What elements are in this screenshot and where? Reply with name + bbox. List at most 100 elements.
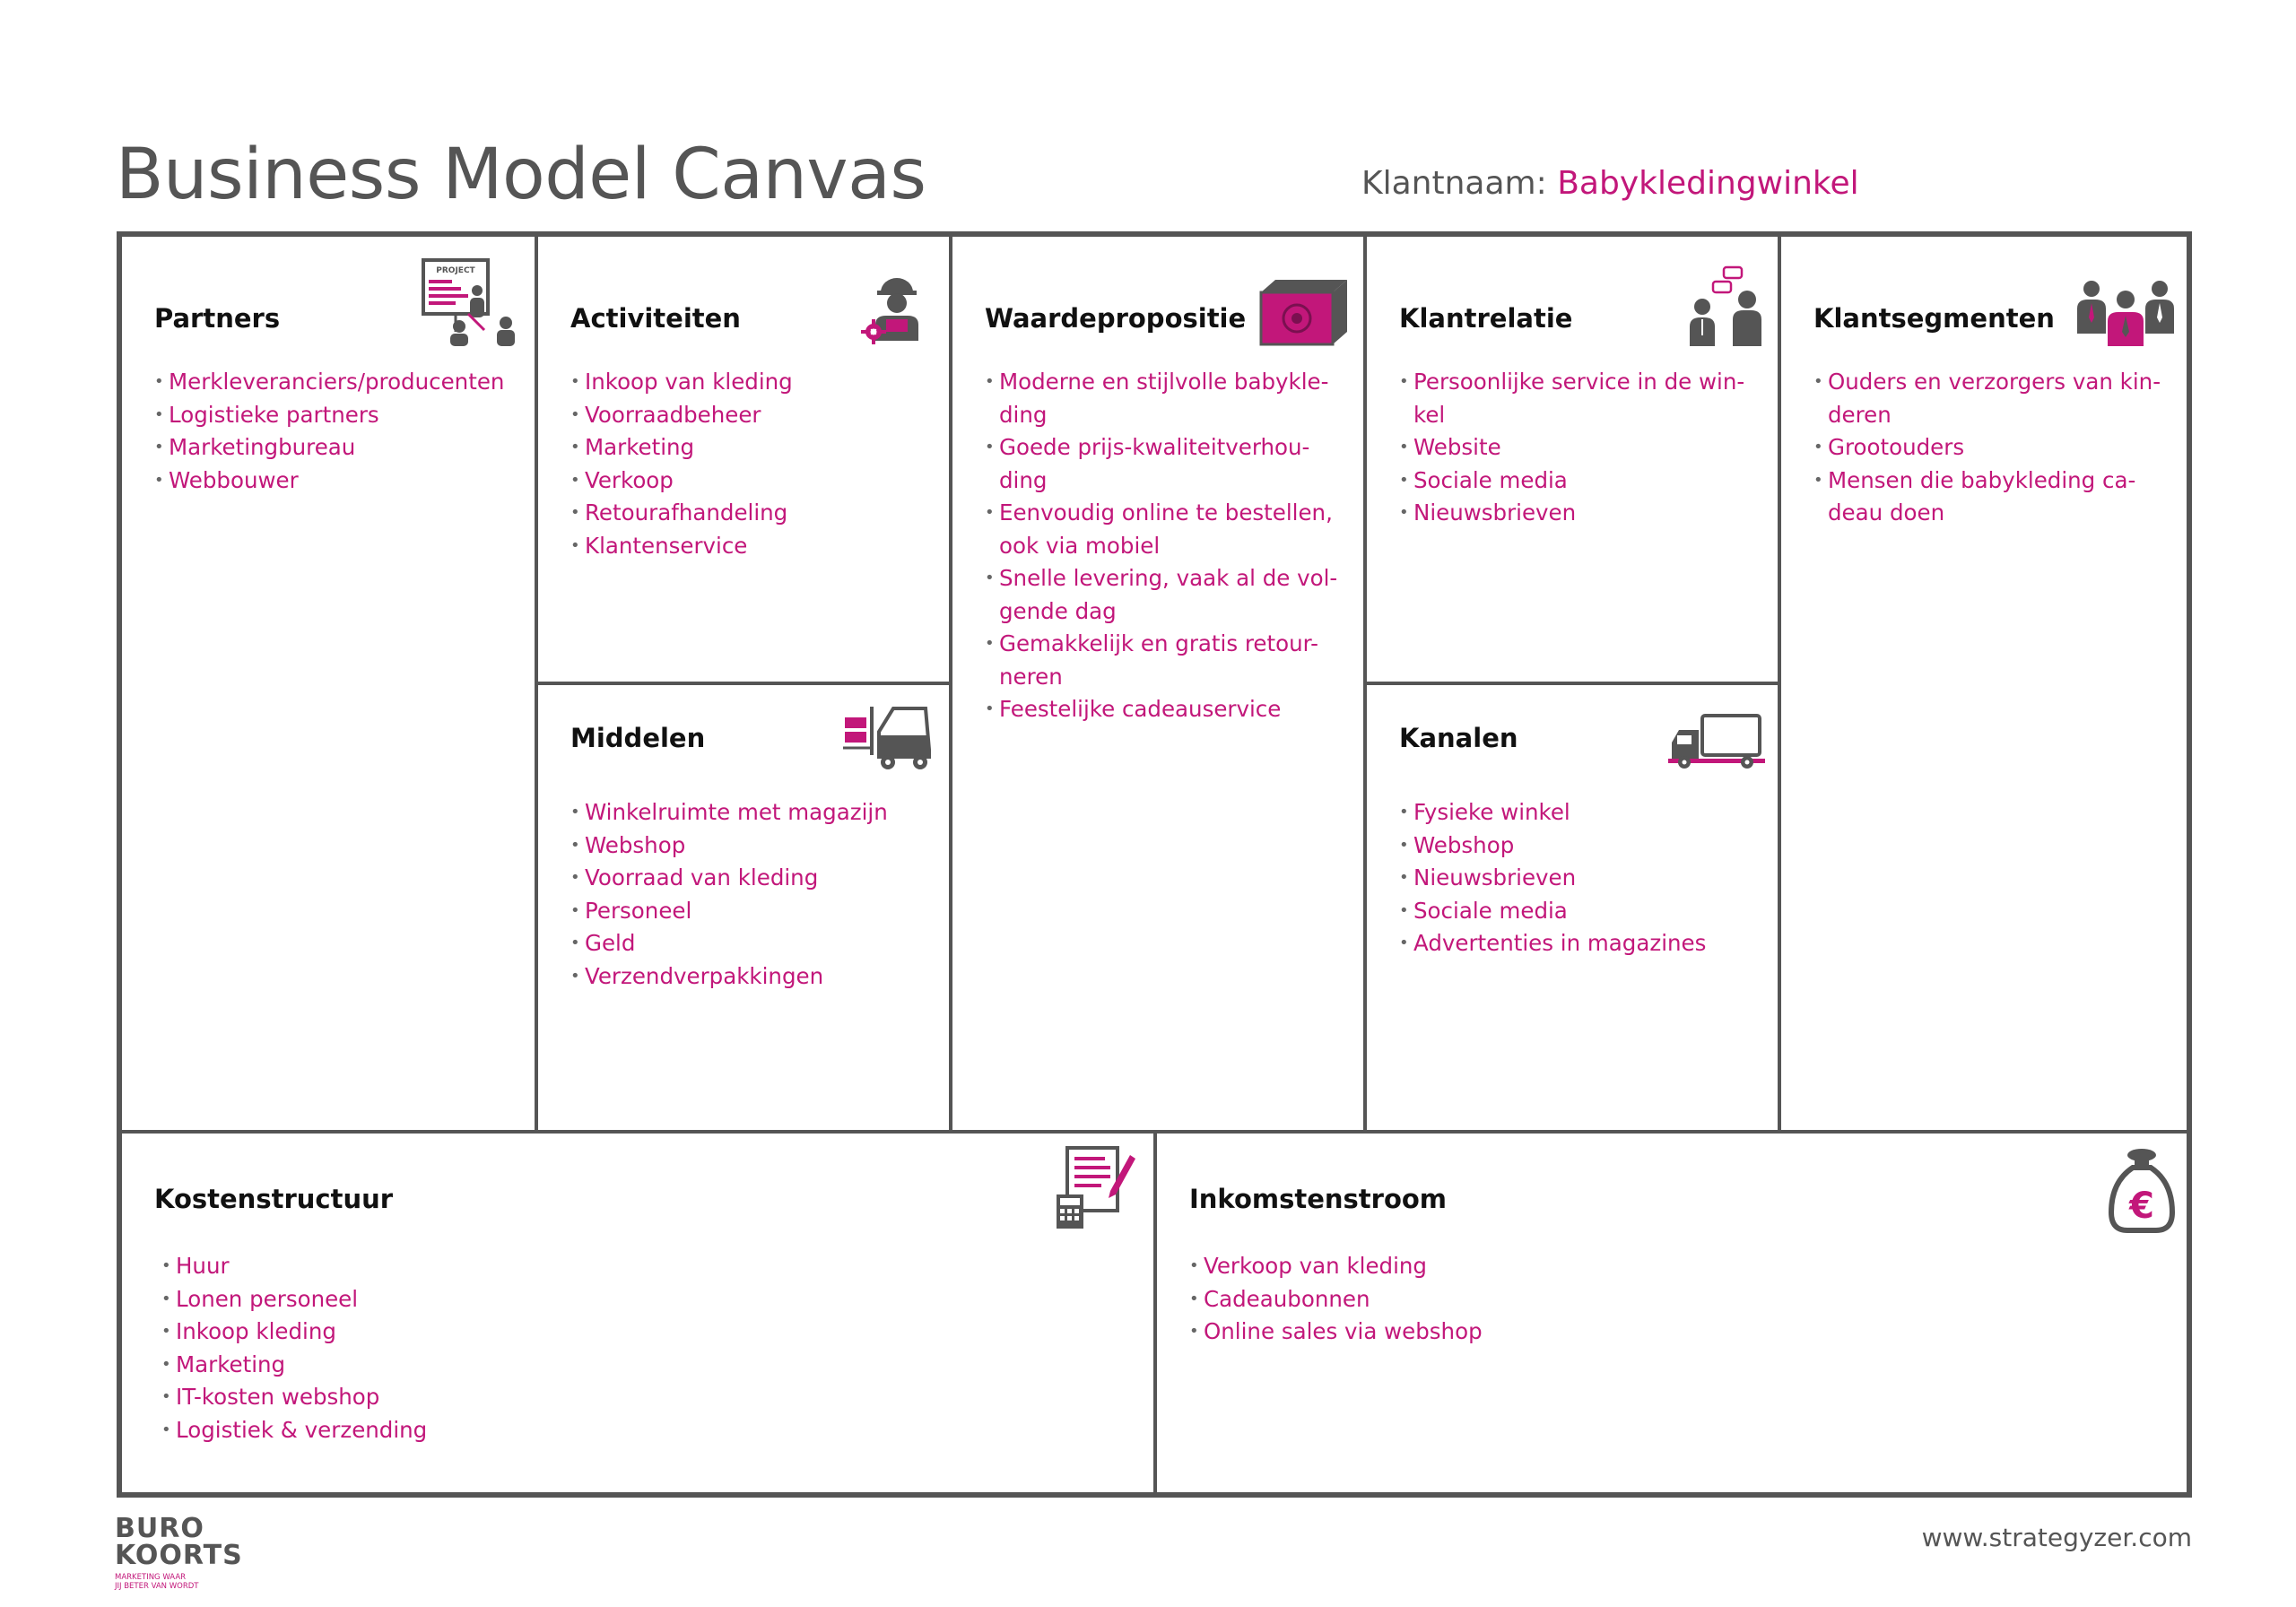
block-list: Inkoop van kledingVoorraadbeheerMarketin… — [570, 366, 793, 562]
divider — [949, 237, 952, 1134]
logo-tagline1: MARKETING WAAR — [115, 1573, 187, 1582]
list-item: Website — [1399, 431, 1744, 465]
divider — [1153, 1134, 1157, 1492]
list-item: deau doen — [1828, 499, 1945, 526]
divider — [1363, 237, 1367, 1134]
list-item: Geld — [570, 927, 888, 960]
block-partners: Partners Merkleveranciers/producentenLog… — [122, 237, 535, 1130]
svg-text:€: € — [2128, 1186, 2154, 1227]
list-item: Webshop — [1399, 830, 1706, 863]
invoice-calculator-icon — [1057, 1146, 1135, 1229]
block-title: Kanalen — [1399, 723, 1518, 753]
list-item: Nieuwsbrieven — [1399, 862, 1706, 895]
list-item: gende dag — [999, 597, 1117, 624]
euro-moneybag-icon: € — [2108, 1149, 2176, 1233]
divider — [1363, 682, 1781, 685]
list-item: Merkleveranciers/producenten — [154, 366, 504, 399]
block-list: Persoonlijke service in de win-kelWebsit… — [1399, 366, 1744, 530]
project-presentation-icon: PROJECT — [422, 258, 515, 346]
footer-url: www.strategyzer.com — [1921, 1523, 2192, 1552]
list-item: Sociale media — [1399, 465, 1744, 498]
list-item: Logistieke partners — [154, 399, 504, 432]
logo-line2: KOORTS — [115, 1540, 243, 1571]
icon-label: PROJECT — [436, 266, 475, 275]
list-item: Marketing — [570, 431, 793, 465]
block-activiteiten: Activiteiten Inkoop van kledingVoorraadb… — [538, 237, 949, 682]
list-item: Huur — [161, 1250, 427, 1283]
list-item: Klantenservice — [570, 530, 793, 563]
list-item: Sociale media — [1399, 895, 1706, 928]
block-list: HuurLonen personeelInkoop kledingMarketi… — [161, 1250, 427, 1446]
list-item: Cadeaubonnen — [1189, 1283, 1483, 1316]
list-item: Verzendverpakkingen — [570, 960, 888, 994]
block-list: Winkelruimte met magazijnWebshopVoorraad… — [570, 796, 888, 993]
gift-box-icon — [1259, 280, 1347, 346]
block-list: Merkleveranciers/producentenLogistieke p… — [154, 366, 504, 497]
logo-tagline2: JIJ BETER VAN WORDT — [115, 1582, 199, 1591]
divider — [535, 682, 952, 685]
block-title: Kostenstructuur — [154, 1184, 394, 1214]
client-name: Klantnaam: Babykledingwinkel — [1361, 165, 1859, 202]
list-item: Voorraadbeheer — [570, 399, 793, 432]
list-item: Feestelijke cadeauservice — [985, 693, 1337, 726]
divider — [535, 237, 538, 1134]
list-item: Nieuwsbrieven — [1399, 497, 1744, 530]
block-waardepropositie: Waardepropositie Moderne en stijlvolle b… — [952, 237, 1363, 1130]
list-item: Grootouders — [1813, 431, 2161, 465]
list-item: Verkoop — [570, 465, 793, 498]
people-group-icon — [2077, 281, 2174, 346]
list-item: Logistiek & verzending — [161, 1414, 427, 1447]
block-list: Fysieke winkelWebshopNieuwsbrievenSocial… — [1399, 796, 1706, 960]
block-title: Klantsegmenten — [1813, 303, 2055, 334]
delivery-truck-icon — [1668, 714, 1765, 769]
list-item: Moderne en stijlvolle babykle- — [985, 366, 1337, 399]
list-item: Fysieke winkel — [1399, 796, 1706, 830]
client-value: Babykledingwinkel — [1557, 165, 1859, 202]
list-item: Goede prijs-kwaliteitverhou- — [985, 431, 1337, 465]
list-item: deren — [1828, 401, 1892, 428]
forklift-icon — [843, 707, 931, 769]
block-klantrelatie: Klantrelatie Persoonlijke service in de … — [1367, 237, 1778, 682]
block-kanalen: Kanalen Fysieke winkelWebshopNieuwsbriev… — [1367, 685, 1778, 1130]
block-klantsegmenten: Klantsegmenten Ouders en verzorgers van … — [1781, 237, 2187, 1130]
list-item: Gemakkelijk en gratis retour- — [985, 628, 1337, 661]
block-list: Ouders en verzorgers van kin-derenGrooto… — [1813, 366, 2161, 530]
block-title: Waardepropositie — [985, 303, 1247, 334]
client-label: Klantnaam: — [1361, 165, 1547, 202]
list-item: Mensen die babykleding ca- — [1813, 465, 2161, 498]
list-item: Lonen personeel — [161, 1283, 427, 1316]
list-item: IT-kosten webshop — [161, 1381, 427, 1414]
list-item: Retourafhandeling — [570, 497, 793, 530]
list-item: kel — [1413, 401, 1446, 428]
block-title: Partners — [154, 303, 281, 334]
list-item: Marketing — [161, 1349, 427, 1382]
block-title: Inkomstenstroom — [1189, 1184, 1448, 1214]
list-item: Inkoop van kleding — [570, 366, 793, 399]
list-item: Eenvoudig online te bestellen, — [985, 497, 1337, 530]
page-title: Business Model Canvas — [116, 135, 926, 215]
list-item: Advertenties in magazines — [1399, 927, 1706, 960]
list-item: Voorraad van kleding — [570, 862, 888, 895]
list-item: ding — [999, 401, 1048, 428]
divider — [122, 1130, 2187, 1134]
list-item: Webbouwer — [154, 465, 504, 498]
list-item: Marketingbureau — [154, 431, 504, 465]
list-item: Verkoop van kleding — [1189, 1250, 1483, 1283]
business-model-canvas: Partners Merkleveranciers/producentenLog… — [117, 231, 2192, 1498]
block-title: Middelen — [570, 723, 706, 753]
list-item: Snelle levering, vaak al de vol- — [985, 562, 1337, 595]
block-middelen: Middelen Winkelruimte met magazijnWebsho… — [538, 685, 949, 1130]
list-item: Personeel — [570, 895, 888, 928]
list-item: Webshop — [570, 830, 888, 863]
list-item: ook via mobiel — [999, 532, 1161, 559]
block-title: Klantrelatie — [1399, 303, 1573, 334]
block-list: Verkoop van kledingCadeaubonnenOnline sa… — [1189, 1250, 1483, 1349]
block-title: Activiteiten — [570, 303, 741, 334]
list-item: Inkoop kleding — [161, 1316, 427, 1349]
worker-gear-icon — [861, 278, 918, 344]
block-kostenstructuur: Kostenstructuur HuurLonen personeelInkoo… — [122, 1134, 1153, 1492]
conversation-icon — [1690, 265, 1761, 346]
divider — [1778, 237, 1781, 1134]
list-item: ding — [999, 466, 1048, 493]
list-item: Online sales via webshop — [1189, 1316, 1483, 1349]
